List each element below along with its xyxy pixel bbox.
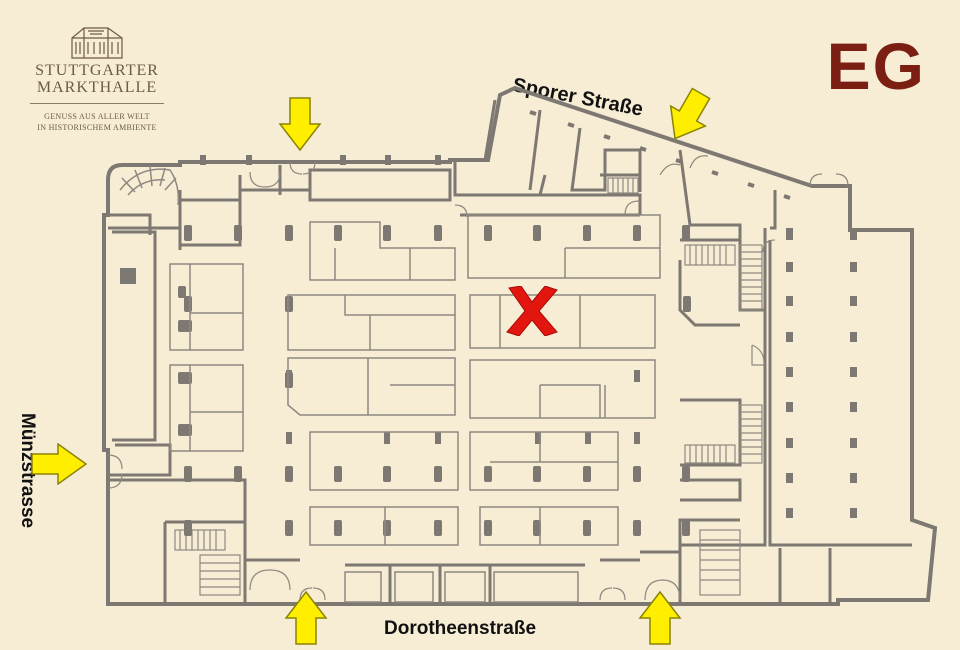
doors bbox=[107, 155, 849, 601]
entrance-arrow-icon bbox=[278, 97, 322, 152]
red-x-marker-icon bbox=[506, 286, 558, 336]
outer-walls bbox=[102, 85, 938, 606]
staircases bbox=[174, 177, 763, 596]
entrance-arrow-icon bbox=[284, 590, 328, 645]
facade-windows bbox=[529, 110, 791, 200]
street-label-south: Dorotheenstraße bbox=[384, 618, 537, 639]
inner-walls bbox=[108, 99, 912, 604]
columns bbox=[120, 155, 857, 536]
floor-label: EG bbox=[826, 29, 926, 103]
logo-line-2: MARKTHALLE bbox=[36, 79, 158, 96]
market-hall-building-icon bbox=[71, 27, 123, 59]
logo-tagline-2: IN HISTORISCHEM AMBIENTE bbox=[37, 123, 157, 132]
entrance-arrow-icon bbox=[31, 443, 88, 485]
logo-divider bbox=[30, 103, 164, 104]
logo-tagline-1: GENUSS AUS ALLER WELT bbox=[44, 112, 150, 121]
entrance-arrow-icon bbox=[669, 87, 711, 140]
entrance-arrow-icon bbox=[638, 590, 682, 645]
market-stalls bbox=[169, 214, 661, 603]
logo-line-1: STUTTGARTER bbox=[35, 62, 159, 79]
spiral-staircase bbox=[119, 165, 180, 206]
